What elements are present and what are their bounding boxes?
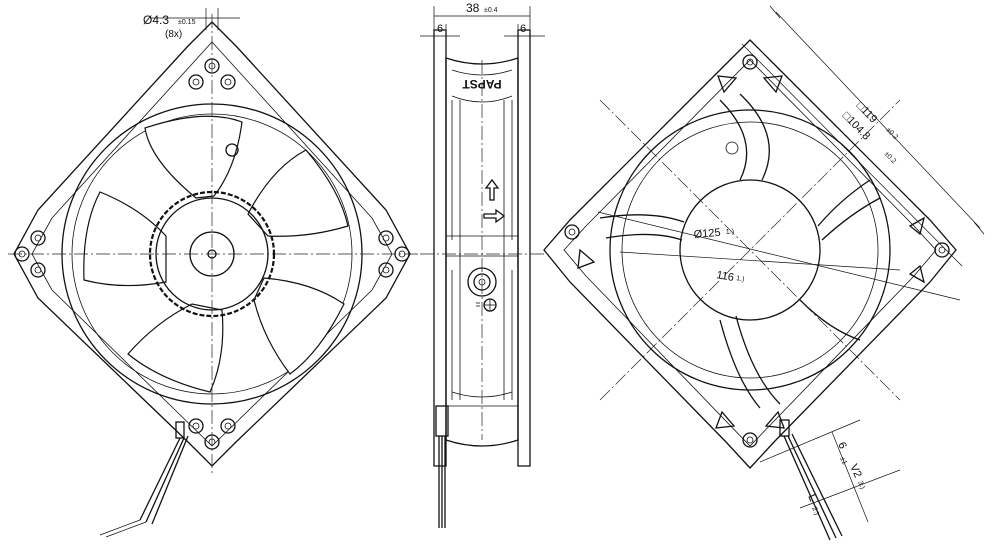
side-view: PAPST 38 ±0.4 bbox=[420, 1, 545, 528]
rim-diameter-label: 116 bbox=[715, 269, 734, 284]
hole-diameter-label: Ø4.3 bbox=[143, 13, 169, 27]
front-small-hole bbox=[225, 143, 239, 157]
lead-offset-tol-label: ±1 bbox=[838, 456, 848, 466]
front-blade-5 bbox=[83, 191, 167, 287]
outer-size-tol-label: ±0.2 bbox=[885, 127, 900, 142]
venturi-note-label: 1.) bbox=[726, 228, 735, 236]
rear-venturi-inner bbox=[621, 121, 879, 379]
front-impeller-blades bbox=[83, 115, 349, 393]
side-body-outline bbox=[445, 57, 519, 447]
rear-venturi-outer bbox=[609, 109, 891, 391]
side-left-flange bbox=[433, 29, 447, 467]
hole-count-label: (8x) bbox=[165, 29, 182, 40]
rear-motor-hub bbox=[679, 179, 821, 321]
lead-length-note-label: 2.) bbox=[810, 506, 820, 516]
front-blade-2 bbox=[247, 149, 349, 237]
airflow-direction-arrow bbox=[484, 178, 500, 201]
flange-right-label: 6 bbox=[520, 23, 526, 35]
rim-note-label: 1.) bbox=[736, 275, 745, 283]
front-lead-wires bbox=[99, 421, 189, 538]
lead-v-label: V2 bbox=[847, 462, 863, 479]
side-right-flange bbox=[517, 29, 531, 467]
venturi-diameter-label: Ø125 bbox=[693, 227, 721, 241]
rear-lead-wires bbox=[779, 419, 843, 541]
rotation-direction-arrow bbox=[483, 208, 506, 224]
rear-housing-inner-outline bbox=[563, 59, 937, 447]
hole-tolerance-label: ±0.15 bbox=[178, 19, 196, 26]
flange-left-label: 6 bbox=[437, 23, 443, 35]
hole-pitch-tol-label: ±0.2 bbox=[883, 151, 898, 166]
front-blade-4 bbox=[127, 303, 224, 393]
venturi-diameter-line bbox=[597, 211, 961, 301]
depth-label: 38 bbox=[466, 1, 480, 15]
lead-offset-label: 6 bbox=[835, 440, 848, 450]
front-view: Ø4.3 ±0.15 (8x) bbox=[8, 8, 418, 538]
side-lead-wires bbox=[435, 405, 449, 528]
depth-tolerance-label: ±0.4 bbox=[484, 7, 498, 14]
rear-view: Ø125 1.) 116 1.) □119 ±0.2 □104.8 ±0.2 6… bbox=[543, 5, 985, 541]
rear-housing-outline bbox=[543, 39, 957, 469]
lead-v-note-label: 3.) bbox=[856, 480, 866, 490]
front-blade-1 bbox=[144, 115, 243, 199]
front-blade-3 bbox=[253, 277, 345, 375]
